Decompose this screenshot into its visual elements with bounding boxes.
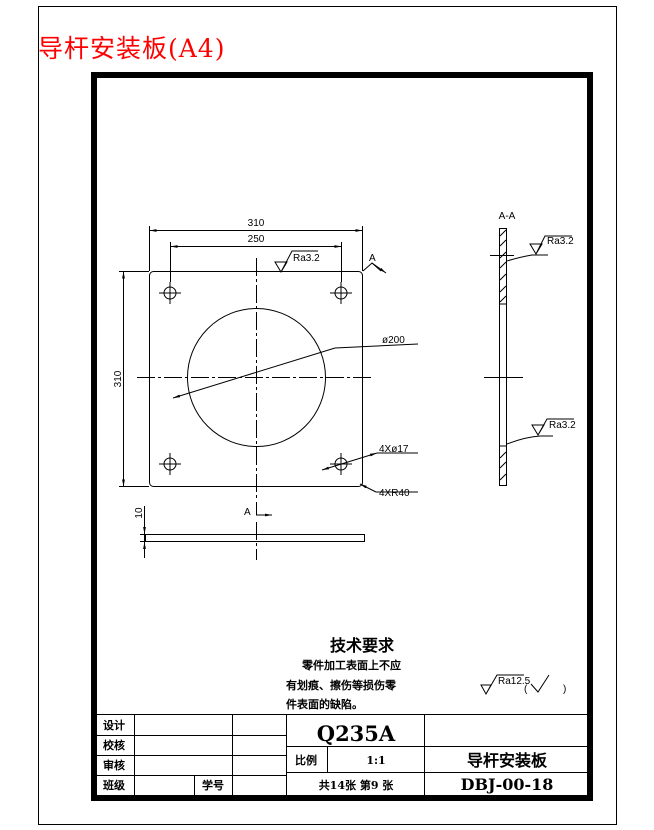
surface-finish-lower-label: Ra3.2 xyxy=(549,420,576,431)
label-class: 班级 xyxy=(103,778,126,792)
material: Q235A xyxy=(317,721,396,746)
section-marker-top: A xyxy=(369,253,376,264)
dim-overall-height: 310 xyxy=(113,370,124,387)
label-reviewer: 审核 xyxy=(103,758,125,772)
outer-border xyxy=(38,6,617,825)
bore-circle xyxy=(187,308,326,447)
label-student-no: 学号 xyxy=(202,778,224,792)
tech-requirements-line-2: 有划痕、擦伤等损伤零 xyxy=(286,678,397,692)
part-name: 导杆安装板 xyxy=(467,751,548,770)
general-finish-paren-close: ) xyxy=(563,684,566,695)
scale-value: 1:1 xyxy=(366,754,385,767)
drawing-number: DBJ-00-18 xyxy=(461,775,554,794)
general-finish-paren-open: ( xyxy=(524,684,528,695)
tech-requirements-line-1: 零件加工表面上不应 xyxy=(301,658,401,672)
dim-hole-spacing: 250 xyxy=(248,234,265,245)
bore-diameter-label: ø200 xyxy=(382,335,405,346)
tech-requirements-line-3: 件表面的缺陷。 xyxy=(286,697,363,711)
hole-callout-label: 4Xø17 xyxy=(379,444,409,455)
label-checker: 校核 xyxy=(103,738,125,752)
general-finish-value: Ra12.5 xyxy=(498,676,531,687)
page-title: 导杆安装板(A4) xyxy=(38,34,226,63)
section-marker-bottom: A xyxy=(244,507,251,518)
dim-thickness: 10 xyxy=(134,507,145,519)
surface-finish-top-label: Ra3.2 xyxy=(293,253,320,264)
side-view xyxy=(140,506,365,560)
section-view xyxy=(484,228,574,486)
general-finish-symbol xyxy=(480,674,550,696)
title-block xyxy=(94,714,590,795)
dim-overall-width: 310 xyxy=(248,218,265,229)
corner-radius-label: 4XR40 xyxy=(379,488,410,499)
front-view xyxy=(119,226,419,517)
surface-finish-symbol xyxy=(274,250,318,273)
scale-label: 比例 xyxy=(295,753,317,767)
surface-finish-upper-label: Ra3.2 xyxy=(547,236,574,247)
sheet-info: 共14张 第9 张 xyxy=(319,778,395,792)
label-designer: 设计 xyxy=(103,718,125,732)
tech-requirements-heading: 技术要求 xyxy=(330,636,395,655)
section-label: A-A xyxy=(499,211,516,222)
drawing-frame xyxy=(91,72,593,801)
